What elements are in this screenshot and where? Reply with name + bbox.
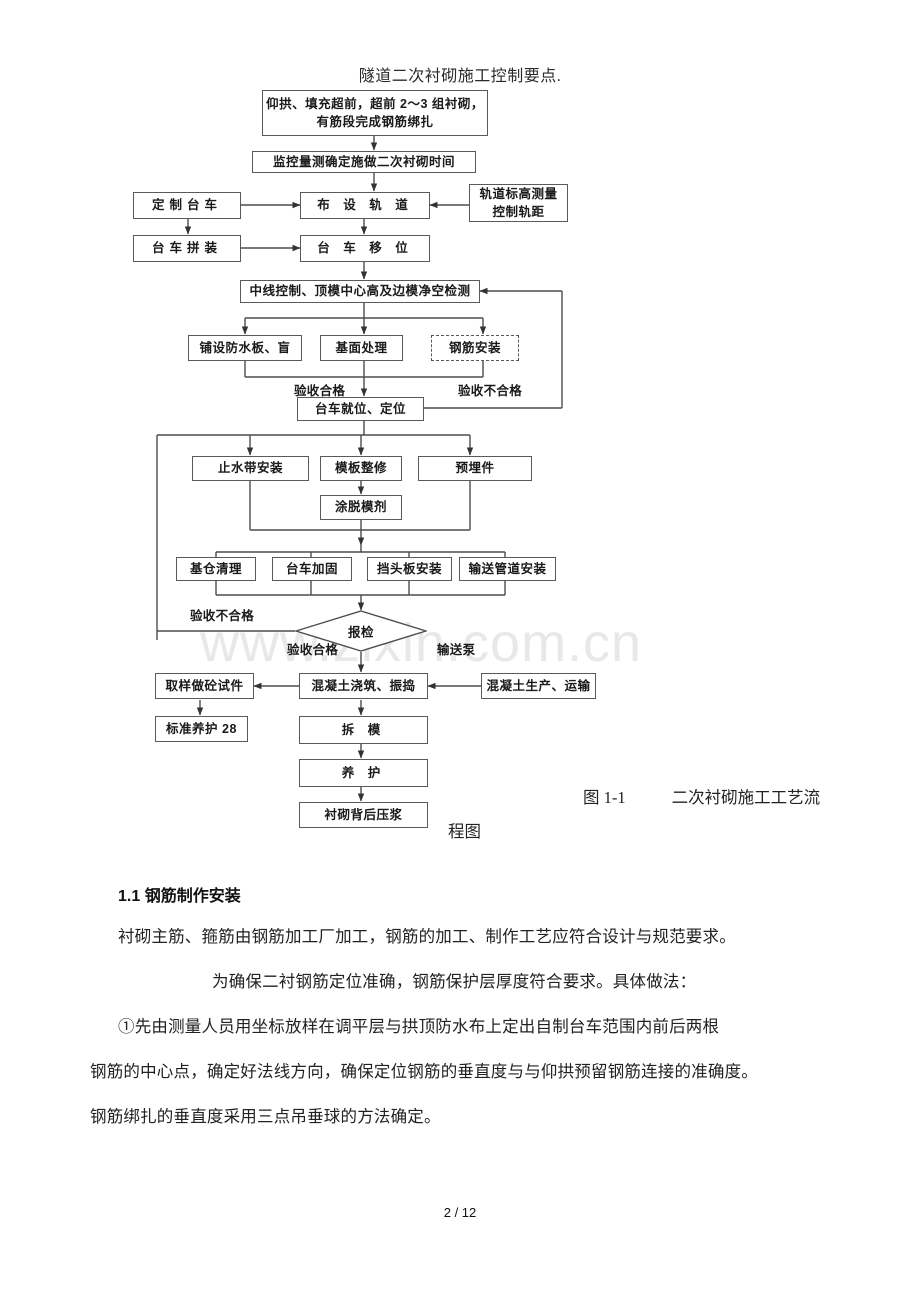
flow-node-preconditions[interactable]: 仰拱、填充超前，超前 2～3 组衬砌， 有筋段完成钢筋绑扎: [262, 90, 488, 136]
flow-node-custom-trolley[interactable]: 定制台车: [133, 192, 241, 219]
flow-node-label: 仰拱、填充超前，超前 2～3 组衬砌， 有筋段完成钢筋绑扎: [266, 96, 484, 129]
flow-node-label: 取样做砼试件: [165, 678, 244, 693]
page-footer: 2 / 12: [443, 1205, 477, 1220]
edge-label-accept-fail-1: 验收不合格: [458, 384, 523, 398]
flow-node-label: 养 护: [341, 765, 386, 780]
flow-node-label: 台 车 移 位: [317, 241, 413, 256]
flow-node-track-elevation[interactable]: 轨道标高测量 控制轨距: [469, 184, 568, 222]
figure-title: 二次衬砌施工工艺流: [671, 788, 821, 807]
flow-node-label: 布 设 轨 道: [317, 198, 413, 213]
flow-node-formwork-removal[interactable]: 拆 模: [299, 716, 428, 744]
flow-node-sampling-specimen[interactable]: 取样做砼试件: [155, 673, 254, 699]
flow-node-label: 挡头板安装: [376, 561, 442, 576]
flow-node-label: 拆 模: [341, 722, 386, 737]
flow-node-label: 输送管道安装: [468, 561, 547, 576]
flow-node-base-treatment[interactable]: 基面处理: [320, 335, 403, 361]
figure-caption-line2: 程图: [448, 822, 481, 841]
flow-node-pipeline-install[interactable]: 输送管道安装: [459, 557, 556, 581]
flow-node-end-plate-install[interactable]: 挡头板安装: [367, 557, 452, 581]
edge-label-accept-fail-2: 验收不合格: [190, 609, 255, 623]
flow-node-centerline-check[interactable]: 中线控制、顶模中心高及边模净空检测: [240, 280, 480, 303]
flow-node-concrete-production[interactable]: 混凝土生产、运输: [481, 673, 596, 699]
watermark: www.zixin.com.cn: [200, 613, 643, 673]
flow-node-trolley-assembly[interactable]: 台车拼装: [133, 235, 241, 262]
flow-node-monitoring-timing[interactable]: 监控量测确定施做二次衬砌时间: [252, 151, 476, 173]
flow-node-lay-track[interactable]: 布 设 轨 道: [300, 192, 430, 219]
flow-node-label: 基面处理: [335, 340, 388, 355]
flow-node-label: 台车加固: [285, 561, 338, 576]
section-heading-1-1: 1.1 钢筋制作安装: [118, 888, 241, 905]
body-paragraph-5: 钢筋绑扎的垂直度采用三点吊垂球的方法确定。: [90, 1107, 441, 1126]
flow-node-label: 钢筋安装: [448, 340, 501, 355]
edge-label-accept-pass-1: 验收合格: [294, 384, 346, 398]
flowchart: 仰拱、填充超前，超前 2～3 组衬砌， 有筋段完成钢筋绑扎 监控量测确定施做二次…: [133, 90, 596, 828]
diamond-shape: [293, 610, 429, 652]
body-paragraph-1: 衬砌主筋、箍筋由钢筋加工厂加工，钢筋的加工、制作工艺应符合设计与规范要求。: [118, 927, 736, 946]
flow-node-label: 基仓清理: [189, 561, 242, 576]
flow-node-inspection-decision[interactable]: 报检: [293, 610, 429, 652]
flow-node-concrete-pouring[interactable]: 混凝土浇筑、振捣: [299, 673, 428, 699]
flow-node-trolley-shift[interactable]: 台 车 移 位: [300, 235, 430, 262]
flow-node-base-cleaning[interactable]: 基仓清理: [176, 557, 256, 581]
flow-node-trolley-reinforce[interactable]: 台车加固: [272, 557, 352, 581]
body-paragraph-3: ①先由测量人员用坐标放样在调平层与拱顶防水布上定出自制台车范围内前后两根: [118, 1017, 720, 1036]
page-header-title: 隧道二次衬砌施工控制要点.: [358, 68, 562, 85]
flow-node-label: 铺设防水板、盲: [199, 340, 291, 355]
flow-node-label: 模板整修: [334, 461, 387, 476]
flow-node-label: 衬砌背后压浆: [324, 807, 403, 822]
edge-label-delivery-pump: 输送泵: [437, 643, 476, 657]
figure-number: 图 1-1: [583, 788, 626, 807]
flow-node-label: 止水带安装: [217, 461, 283, 476]
flowchart-connectors: [156, 136, 563, 802]
flow-node-embedded-parts[interactable]: 预埋件: [418, 456, 532, 481]
figure-caption-line1: 图 1-1 二次衬砌施工工艺流: [583, 784, 820, 808]
flow-node-label: 报检: [347, 625, 374, 640]
flow-node-curing[interactable]: 养 护: [299, 759, 428, 787]
flow-node-label: 预埋件: [455, 461, 495, 476]
flow-node-label: 定制台车: [151, 198, 222, 213]
body-paragraph-4: 钢筋的中心点，确定好法线方向，确保定位钢筋的垂直度与与仰拱预留钢筋连接的准确度。: [90, 1062, 758, 1081]
body-paragraph-2: 为确保二衬钢筋定位准确，钢筋保护层厚度符合要求。具体做法：: [212, 972, 697, 991]
flow-node-release-agent[interactable]: 涂脱模剂: [320, 495, 402, 520]
flow-node-label: 台车就位、定位: [314, 401, 406, 416]
flow-node-rebar-install[interactable]: 钢筋安装: [431, 335, 519, 361]
flow-node-label: 轨道标高测量 控制轨距: [479, 186, 558, 219]
flow-node-standard-curing[interactable]: 标准养护 28: [155, 716, 248, 742]
flow-node-waterproof-board[interactable]: 铺设防水板、盲: [188, 335, 302, 361]
flow-node-backfill-grouting[interactable]: 衬砌背后压浆: [299, 802, 428, 828]
flow-node-label: 标准养护 28: [166, 721, 237, 736]
flow-node-formwork-repair[interactable]: 模板整修: [320, 456, 402, 481]
flow-node-label: 涂脱模剂: [334, 500, 387, 515]
flow-node-waterstop-install[interactable]: 止水带安装: [192, 456, 309, 481]
flow-node-label: 混凝土浇筑、振捣: [311, 678, 416, 693]
flow-node-label: 中线控制、顶模中心高及边模净空检测: [249, 284, 471, 299]
edge-label-accept-pass-2: 验收合格: [287, 643, 339, 657]
flow-node-trolley-positioning[interactable]: 台车就位、定位: [297, 397, 424, 421]
flow-node-label: 监控量测确定施做二次衬砌时间: [272, 154, 455, 169]
flow-node-label: 混凝土生产、运输: [486, 678, 591, 693]
flow-node-label: 台车拼装: [151, 241, 222, 256]
